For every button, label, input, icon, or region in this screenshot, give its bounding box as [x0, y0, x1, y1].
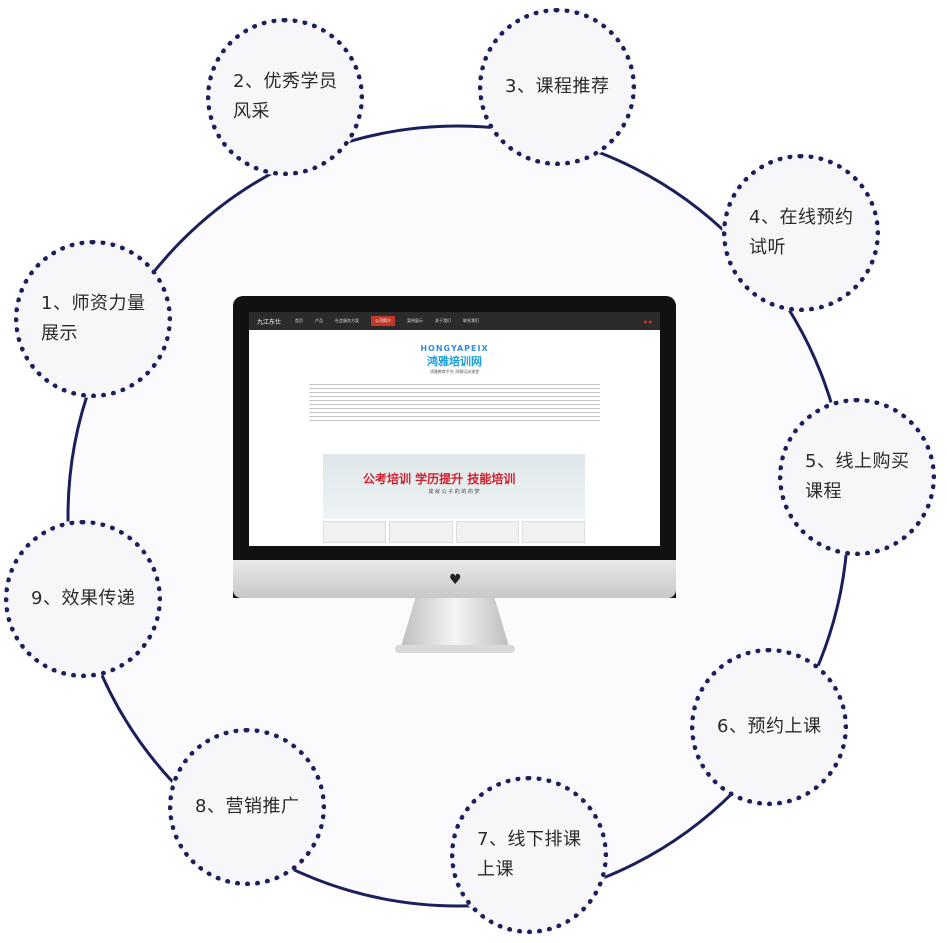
banner-subtitle: 成 就 公 子 的 的 的 梦: [428, 489, 480, 495]
monitor-frame: 九江东仕 首页 产品 社会服务方案 公司简介 案例展示 关于我们 联系我们 ● …: [233, 296, 676, 598]
brand-sub: 鸿雅教育平台 鸿雅培训课堂: [429, 369, 480, 374]
site-nav-item[interactable]: 公司简介: [371, 316, 396, 326]
monitor-stand: [400, 598, 510, 650]
node-label: 4、在线预约试听: [749, 207, 854, 258]
node-label: 5、线上购买课程: [805, 451, 910, 502]
card[interactable]: [389, 521, 453, 543]
card[interactable]: [521, 521, 585, 543]
node-3-course-recommend[interactable]: 3、课程推荐: [478, 8, 636, 166]
node-label: 8、营销推广: [195, 796, 300, 817]
node-7-offline-class[interactable]: 7、线下排课上课: [450, 776, 608, 934]
brand-cn: 鸿雅培训网: [427, 355, 482, 368]
node-1-teacher-showcase[interactable]: 1、师资力量展示: [14, 240, 172, 398]
node-2-student-showcase[interactable]: 2、优秀学员风采: [206, 18, 364, 176]
site-nav-item[interactable]: 联系我们: [463, 318, 480, 323]
node-label: 6、预约上课: [717, 716, 822, 737]
node-9-effect-delivery[interactable]: 9、效果传递: [4, 520, 162, 678]
brand-en: HONGYAPEIX: [420, 344, 489, 353]
node-label: 1、师资力量展示: [41, 293, 146, 344]
node-6-book-class[interactable]: 6、预约上课: [690, 648, 848, 806]
node-8-marketing[interactable]: 8、营销推广: [168, 728, 326, 886]
site-nav: 九江东仕 首页 产品 社会服务方案 公司简介 案例展示 关于我们 联系我们 ● …: [249, 312, 660, 330]
site-brand: HONGYAPEIX 鸿雅培训网 鸿雅教育平台 鸿雅培训课堂: [249, 344, 660, 375]
card[interactable]: [323, 521, 387, 543]
site-cards: [323, 521, 585, 543]
node-label: 3、课程推荐: [505, 76, 610, 97]
site-banner: 公考培训 学历提升 技能培训 成 就 公 子 的 的 的 梦: [323, 454, 585, 519]
user-icon[interactable]: ● ●: [643, 318, 652, 324]
site-nav-item[interactable]: 首页: [295, 318, 304, 323]
site-logo: 九江东仕: [257, 318, 282, 326]
site-nav-item[interactable]: 案例展示: [407, 318, 424, 323]
monitor-chin: ♥: [233, 560, 676, 598]
site-nav-item[interactable]: 关于我们: [435, 318, 452, 323]
banner-slogan: 公考培训 学历提升 技能培训: [363, 472, 516, 486]
intro-text-block: [309, 381, 600, 421]
card[interactable]: [455, 521, 519, 543]
site-nav-item[interactable]: 产品: [315, 318, 324, 323]
node-label: 7、线下排课上课: [477, 829, 582, 880]
monitor-screen: 九江东仕 首页 产品 社会服务方案 公司简介 案例展示 关于我们 联系我们 ● …: [249, 312, 660, 546]
node-5-online-purchase[interactable]: 5、线上购买课程: [778, 398, 936, 556]
node-4-online-booking[interactable]: 4、在线预约试听: [722, 154, 880, 312]
heart-logo-icon: ♥: [449, 572, 462, 588]
site-nav-item[interactable]: 社会服务方案: [335, 318, 360, 323]
monitor-stand-base: [395, 645, 515, 653]
node-label: 9、效果传递: [31, 588, 136, 609]
node-label: 2、优秀学员风采: [233, 71, 338, 122]
